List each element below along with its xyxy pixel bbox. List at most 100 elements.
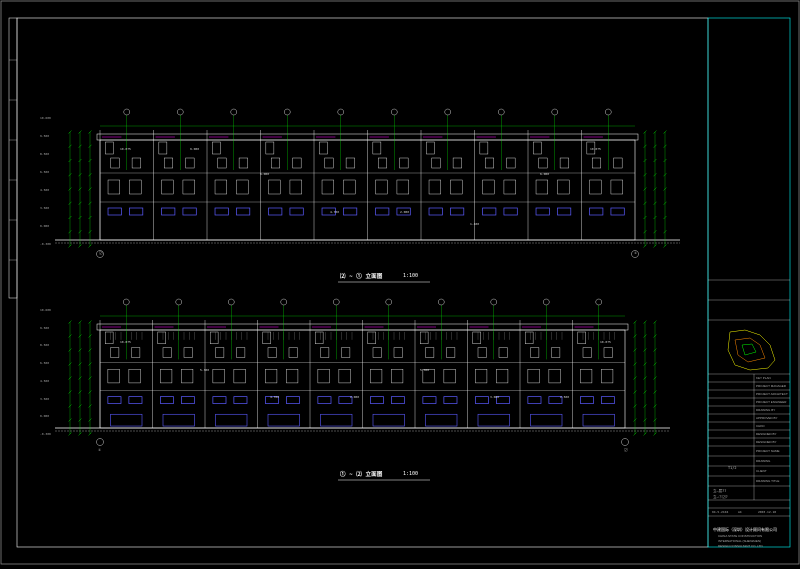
opening bbox=[265, 396, 279, 404]
window bbox=[217, 157, 227, 169]
top-elevation-scale: 1:100 bbox=[403, 273, 419, 279]
window bbox=[548, 369, 561, 384]
window bbox=[163, 157, 173, 169]
opening bbox=[161, 207, 176, 216]
window bbox=[551, 347, 561, 358]
tb-row-9: PROJECT NAME bbox=[756, 449, 780, 453]
opening bbox=[610, 207, 625, 216]
window bbox=[475, 369, 488, 384]
callout-circle bbox=[123, 298, 130, 306]
callout-circle bbox=[595, 298, 602, 306]
opening bbox=[317, 396, 332, 404]
callout-circle bbox=[444, 108, 451, 116]
window bbox=[341, 347, 351, 358]
dimension-text: 9.000 bbox=[190, 147, 200, 151]
dimension-text: 10.075 bbox=[120, 340, 131, 344]
window bbox=[236, 179, 249, 195]
company-cn: 中建国际（深圳）设计顾问有限公司 bbox=[713, 527, 777, 532]
opening bbox=[321, 207, 336, 216]
callout-circle bbox=[228, 298, 235, 306]
tb-row-2: PROJECT ARCHITECT bbox=[756, 392, 788, 396]
window bbox=[452, 157, 462, 169]
opening bbox=[580, 396, 594, 404]
window bbox=[345, 157, 355, 169]
window bbox=[321, 179, 334, 195]
dimension-text: 10.075 bbox=[600, 340, 611, 344]
opening bbox=[375, 207, 390, 216]
dimension-text: 4.700 bbox=[270, 395, 280, 399]
opening bbox=[233, 396, 248, 404]
window bbox=[185, 157, 195, 169]
dimension-text: 2.000 bbox=[350, 395, 360, 399]
window bbox=[271, 157, 280, 169]
window bbox=[110, 347, 120, 358]
window bbox=[370, 369, 383, 384]
window bbox=[292, 157, 302, 169]
level-label: -0.300 bbox=[40, 242, 51, 246]
company-en-3: DESIGN CONSULTANT CO. LTD bbox=[718, 544, 763, 548]
window bbox=[498, 347, 508, 358]
callout-circle bbox=[284, 108, 291, 116]
opening bbox=[107, 207, 122, 216]
opening bbox=[535, 207, 550, 216]
level-label: 3.500 bbox=[40, 206, 50, 210]
level-label: 0.000 bbox=[40, 414, 50, 419]
window bbox=[428, 179, 441, 195]
dimension-text: 2.500 bbox=[560, 395, 570, 399]
window bbox=[580, 369, 593, 384]
tb-row-7: DESIGNED BY bbox=[756, 432, 777, 436]
window bbox=[214, 179, 227, 195]
tb-row-6: CHKD bbox=[756, 424, 765, 428]
window bbox=[582, 347, 592, 358]
dimension-text: 1.400 bbox=[470, 222, 480, 226]
drawing-code-2: 立—①⑵? bbox=[713, 495, 728, 499]
top-elevation-title: ⑵ ~ ① 立面图 bbox=[340, 274, 383, 280]
window bbox=[506, 157, 516, 169]
dimension-text: 5.300 bbox=[200, 368, 210, 372]
callout-circle bbox=[391, 108, 398, 116]
dimension-text: 5.300 bbox=[420, 368, 430, 372]
tb-row-10: DRAWING bbox=[756, 459, 771, 463]
window bbox=[559, 157, 569, 169]
window bbox=[601, 369, 614, 384]
bottom-elevation-title: ① ~ ⑵ 立面图 bbox=[340, 472, 383, 478]
title-block bbox=[707, 17, 791, 548]
opening bbox=[496, 396, 510, 404]
opening bbox=[450, 207, 465, 216]
level-label: 10.600 bbox=[40, 116, 51, 120]
window bbox=[399, 157, 409, 169]
level-label: 0.000 bbox=[40, 224, 50, 228]
window bbox=[527, 369, 540, 384]
window bbox=[496, 369, 509, 384]
revision: A4 bbox=[738, 510, 742, 514]
project-code: T1/2 bbox=[728, 466, 737, 470]
dimension-text: 10.075 bbox=[590, 147, 601, 151]
opening bbox=[236, 207, 251, 216]
tb-row-3: PROJECT ENGINEER bbox=[756, 400, 787, 404]
drawing-code-1: 立—层77 bbox=[713, 489, 727, 493]
window bbox=[286, 369, 299, 384]
window bbox=[265, 369, 278, 384]
window bbox=[161, 179, 174, 195]
opening bbox=[160, 396, 174, 404]
opening bbox=[268, 207, 283, 216]
window bbox=[603, 347, 613, 358]
level-label: 8.500 bbox=[40, 343, 50, 348]
window bbox=[589, 179, 602, 195]
tb-row-8: DESIGNED BY bbox=[756, 440, 777, 444]
tb-row-11: CLIENT bbox=[756, 469, 767, 473]
callout-circle bbox=[175, 298, 182, 306]
axis-bubble bbox=[96, 438, 104, 446]
tb-row-4: DRAWING BY bbox=[756, 408, 776, 412]
level-label: 9.500 bbox=[40, 325, 50, 330]
opening bbox=[422, 396, 437, 404]
window bbox=[446, 347, 456, 358]
opening bbox=[182, 207, 197, 216]
window bbox=[557, 179, 570, 195]
drawing-frame bbox=[16, 17, 709, 548]
callout-circle bbox=[490, 298, 497, 306]
level-label: 9.500 bbox=[40, 134, 50, 138]
window bbox=[477, 347, 487, 358]
window bbox=[530, 347, 540, 358]
company-en-1: CHINA STATE CONSTRUCTION bbox=[718, 534, 763, 538]
